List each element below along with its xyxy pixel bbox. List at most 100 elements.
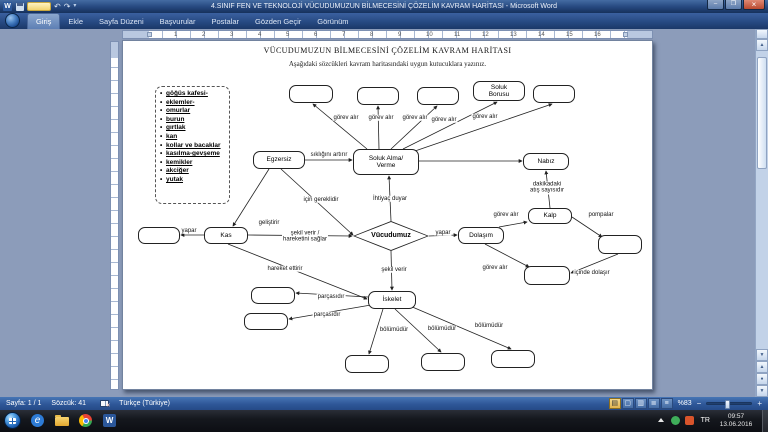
vertical-scrollbar[interactable] [755, 29, 768, 397]
qat-dropdown-icon[interactable] [73, 2, 76, 11]
minimize-button[interactable] [707, 0, 724, 10]
map-node-part-1[interactable] [251, 287, 295, 304]
word-list-item: •akciğer [160, 167, 189, 175]
map-node-top-2[interactable] [357, 87, 399, 105]
show-desktop-button[interactable] [762, 410, 768, 432]
undo-icon[interactable] [54, 2, 61, 11]
zoom-slider-thumb[interactable] [724, 400, 730, 409]
close-button[interactable] [743, 0, 765, 10]
spellcheck-icon[interactable] [100, 400, 110, 409]
qat-highlighted-button[interactable] [27, 2, 51, 11]
tab-sayfa-düzeni[interactable]: Sayfa Düzeni [99, 16, 144, 26]
word-list-item: •burun [160, 115, 185, 123]
scroll-up-icon[interactable] [756, 39, 768, 51]
map-edge-label: görev alır [471, 113, 499, 121]
internet-explorer-icon[interactable] [30, 414, 46, 428]
office-button[interactable] [5, 13, 20, 28]
status-word-count[interactable]: Sözcük: 41 [51, 400, 87, 407]
zoom-slider[interactable] [706, 400, 753, 409]
quick-access-toolbar [16, 2, 76, 11]
vertical-ruler[interactable] [110, 41, 119, 390]
select-browse-object-icon[interactable] [756, 373, 768, 385]
clock[interactable]: 09:57 13.06.2016 [713, 413, 759, 429]
tab-postalar[interactable]: Postalar [211, 16, 239, 26]
zoom-in-button[interactable] [757, 399, 762, 408]
map-node-right-1[interactable] [598, 235, 642, 254]
language-indicator[interactable]: TR [700, 417, 710, 424]
zoom-level[interactable]: %83 [677, 400, 692, 407]
word-taskbar-icon[interactable] [102, 414, 118, 428]
map-node-kalp[interactable]: Kalp [528, 208, 572, 224]
ruler-number: 13 [510, 32, 517, 38]
map-edge-label: şekil verir / hareketini sağlar [281, 230, 329, 244]
tray-icon-1[interactable] [671, 416, 680, 425]
map-node-kas[interactable]: Kas [204, 227, 248, 244]
redo-icon[interactable] [64, 2, 71, 11]
scrollbar-thumb[interactable] [757, 57, 767, 169]
map-node-left-1[interactable] [138, 227, 180, 244]
previous-page-icon[interactable] [756, 361, 768, 373]
tab-gözden-geçir[interactable]: Gözden Geçir [255, 16, 302, 26]
map-edge [498, 220, 528, 228]
full-screen-reading-view-icon[interactable]: ▢ [621, 398, 634, 409]
map-node-top-3[interactable] [417, 87, 459, 105]
folder-icon[interactable] [54, 414, 70, 428]
map-node-dolasim[interactable]: Dolaşım [458, 227, 504, 244]
save-icon[interactable] [16, 2, 24, 11]
map-node-nabiz[interactable]: Nabız [523, 153, 569, 170]
map-node-bottom-3[interactable] [491, 350, 535, 368]
zoom-out-button[interactable] [697, 399, 702, 408]
indent-marker-right[interactable] [623, 32, 628, 37]
tab-giriş[interactable]: Giriş [27, 13, 61, 29]
map-node-top-5[interactable] [533, 85, 575, 103]
chrome-icon[interactable] [78, 414, 94, 428]
map-node-part-2[interactable] [244, 313, 288, 330]
next-page-icon[interactable] [756, 385, 768, 397]
word-list-item: •gırtlak [160, 124, 186, 132]
map-edge [368, 308, 384, 355]
indent-marker-left[interactable] [147, 32, 152, 37]
map-node-vucudumuz[interactable]: Vücudumuz [353, 221, 429, 251]
view-buttons: ▤▢▥≣≡ [608, 398, 673, 409]
map-node-soluk-borusu[interactable]: Soluk Borusu [473, 81, 525, 101]
start-button[interactable] [4, 412, 21, 429]
ruler-number: 12 [482, 32, 489, 38]
map-edge [484, 243, 530, 268]
map-edge [390, 105, 438, 150]
document-page[interactable]: VÜCUDUMUZUN BİLMECESİNİ ÇÖZELİM KAVRAM H… [122, 40, 653, 390]
status-language[interactable]: Türkçe (Türkiye) [119, 400, 171, 407]
status-page-count[interactable]: Sayfa: 1 / 1 [6, 400, 42, 407]
map-node-right-2[interactable] [524, 266, 570, 285]
ruler-number: 14 [538, 32, 545, 38]
ruler-number: 10 [426, 32, 433, 38]
tray-icon-2[interactable] [685, 416, 694, 425]
word-app-icon[interactable] [3, 2, 12, 11]
map-node-egzersiz[interactable]: Egzersiz [253, 151, 305, 169]
draft-view-icon[interactable]: ≡ [660, 398, 673, 409]
hidden-icons-chevron-icon[interactable] [658, 418, 664, 422]
map-node-soluk-alma-verme[interactable]: Soluk Alma/ Verme [353, 149, 419, 175]
outline-view-icon[interactable]: ≣ [647, 398, 660, 409]
ruler-toggle-icon[interactable] [756, 29, 768, 39]
map-node-iskelet[interactable]: İskelet [368, 291, 416, 309]
word-list-item: •kemikler [160, 158, 193, 166]
ruler-number: 9 [398, 32, 402, 38]
tab-görünüm[interactable]: Görünüm [317, 16, 349, 26]
scroll-down-icon[interactable] [756, 349, 768, 361]
map-node-top-1[interactable] [289, 85, 333, 103]
document-heading: VÜCUDUMUZUN BİLMECESİNİ ÇÖZELİM KAVRAM H… [263, 46, 512, 55]
word-list-item: •yutak [160, 175, 183, 183]
map-edge-label: bölümüdür [426, 325, 458, 333]
map-node-bottom-1[interactable] [345, 355, 389, 373]
web-layout-view-icon[interactable]: ▥ [634, 398, 647, 409]
map-node-bottom-2[interactable] [421, 353, 465, 371]
tab-başvurular[interactable]: Başvurular [159, 16, 196, 26]
print-layout-view-icon[interactable]: ▤ [608, 398, 621, 409]
ruler-number: 3 [230, 32, 234, 38]
maximize-button[interactable] [725, 0, 742, 10]
map-edge-label: pompalar [587, 211, 615, 219]
map-edge-label: görev alır [492, 211, 520, 219]
tab-ekle[interactable]: Ekle [68, 16, 84, 26]
